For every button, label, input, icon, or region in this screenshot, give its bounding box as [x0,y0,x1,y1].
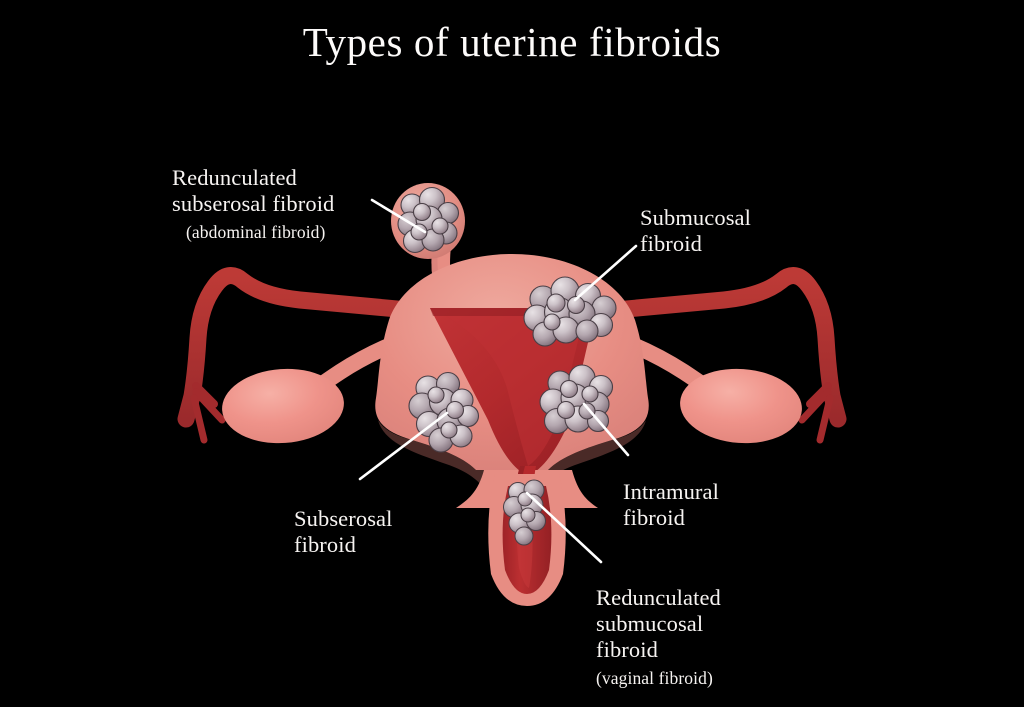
ovary-right [680,368,802,444]
leader-line-subserosal [358,411,449,481]
ovary-left [222,368,344,444]
fibroid-submucosal [523,276,617,347]
label-pedunculated-submucosal-fibroid: Redunculated submucosal fibroid (vaginal… [596,566,856,707]
label-pedunculated-subserosal-alt: (abdominal fibroid) [186,221,326,242]
label-subserosal-name: Subserosal fibroid [294,505,393,557]
label-intramural-name: Intramural fibroid [623,478,719,530]
leader-line-intramural [582,402,630,457]
fibroid-pedunculated-subserosal [391,183,465,259]
fibroid-vaginal [503,479,546,546]
page-title: Types of uterine fibroids [302,19,722,65]
leader-lines [358,198,638,564]
label-submucosal-name: Submucosal fibroid [640,204,751,256]
label-submucosal-fibroid: Submucosal fibroid [640,186,850,257]
label-subserosal-fibroid: Subserosal fibroid [294,487,504,558]
leader-line-pedunculated-subserosal [370,198,427,234]
leader-line-submucosal [573,244,638,302]
label-pedunculated-submucosal-name: Redunculated submucosal fibroid [596,584,721,662]
fibroid-intramural [539,364,614,435]
fibroid-subserosal [408,371,480,453]
label-pedunculated-subserosal-name: Redunculated subserosal fibroid [172,164,335,216]
label-pedunculated-subserosal-fibroid: Redunculated subserosal fibroid (abdomin… [172,146,432,261]
label-pedunculated-submucosal-alt: (vaginal fibroid) [596,667,713,688]
leader-line-pedunculated-submucosal [525,491,603,564]
label-intramural-fibroid: Intramural fibroid [623,460,833,531]
